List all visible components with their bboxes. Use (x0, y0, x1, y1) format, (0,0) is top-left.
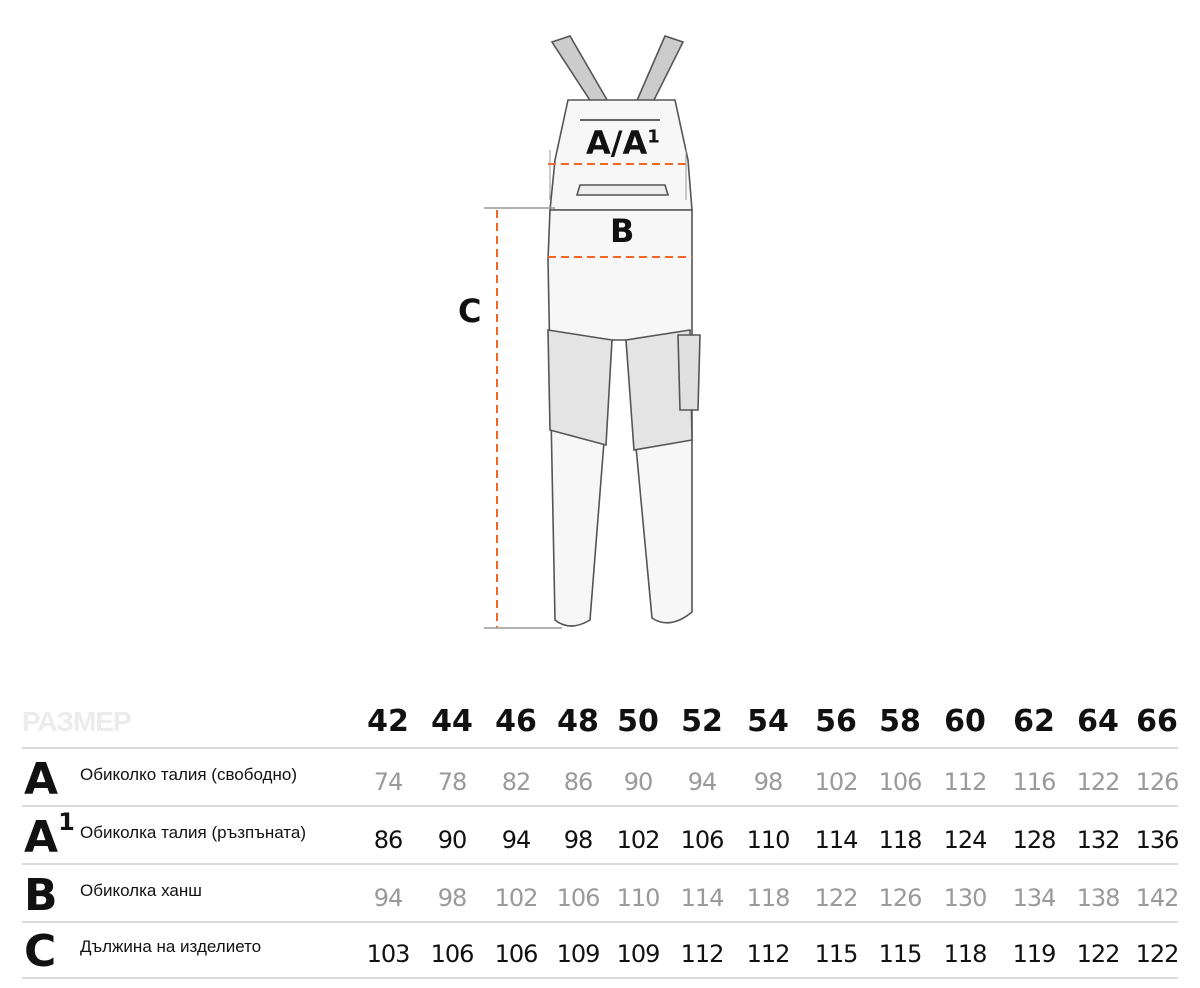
table-cell: 106 (430, 940, 475, 968)
table-cell: 119 (1012, 940, 1057, 968)
measure-label: Обиколка ханш (80, 881, 202, 900)
table-cell: 126 (1135, 768, 1180, 796)
size-header: 50 (617, 704, 659, 739)
table-cell: 109 (556, 940, 601, 968)
table-cell: 74 (373, 768, 404, 796)
table-cell: 98 (753, 768, 784, 796)
table-row: C Дължина на изделието 103 106 106 109 109 112 1… (22, 926, 1179, 977)
table-cell: 106 (494, 940, 539, 968)
size-header: 58 (879, 704, 921, 739)
table-cell: 86 (373, 826, 404, 854)
table-cell: 94 (373, 884, 404, 912)
measure-lines (484, 150, 692, 629)
measure-label: Дължина на изделието (80, 937, 262, 956)
size-header: 48 (557, 704, 599, 739)
table-cell: 114 (680, 884, 725, 912)
table-cell: 90 (437, 826, 468, 854)
table-cell: 102 (494, 884, 539, 912)
label-a-a1: A/A1 (586, 124, 660, 162)
size-header: 60 (944, 704, 986, 739)
table-cell: 128 (1012, 826, 1057, 854)
table-cell: 90 (623, 768, 654, 796)
table-cell: 98 (563, 826, 594, 854)
table-cell: 86 (563, 768, 594, 796)
measure-letter: A (24, 754, 58, 805)
table-cell: 118 (943, 940, 988, 968)
divider (22, 977, 1178, 979)
table-cell: 116 (1012, 768, 1057, 796)
size-header: 66 (1136, 704, 1178, 739)
measure-letter: A1 (24, 808, 75, 863)
measure-letter: C (24, 926, 56, 977)
size-header: 56 (815, 704, 857, 739)
measure-letter: B (24, 870, 58, 921)
table-cell: 142 (1135, 884, 1180, 912)
table-cell: 102 (814, 768, 859, 796)
table-row: A Обиколко талия (свободно) 74 78 82 86 90 94 98… (22, 754, 1179, 805)
divider (22, 863, 1178, 865)
size-header: 64 (1077, 704, 1119, 739)
size-header: 42 (367, 704, 409, 739)
table-cell: 134 (1012, 884, 1057, 912)
table-cell: 130 (943, 884, 988, 912)
size-header: 62 (1013, 704, 1055, 739)
table-cell: 112 (680, 940, 725, 968)
measure-letter-text: C (24, 926, 57, 977)
table-cell: 106 (878, 768, 923, 796)
size-header: 54 (747, 704, 789, 739)
measure-label: Обиколко талия (свободно) (80, 765, 297, 784)
label-c: C (458, 292, 482, 330)
table-cell: 109 (616, 940, 661, 968)
divider (22, 805, 1178, 807)
table-cell: 118 (746, 884, 791, 912)
measure-letter-text: A (24, 754, 59, 805)
table-cell: 103 (366, 940, 411, 968)
table-row: B Обиколка ханш 94 98 102 106 110 114 118 122 126 1… (22, 870, 1179, 921)
table-cell: 112 (943, 768, 988, 796)
table-cell: 124 (943, 826, 988, 854)
size-header: 52 (681, 704, 723, 739)
measure-letter-sup: 1 (58, 808, 75, 836)
table-cell: 110 (746, 826, 791, 854)
table-cell: 78 (437, 768, 468, 796)
table-cell: 106 (680, 826, 725, 854)
table-cell: 110 (616, 884, 661, 912)
table-cell: 114 (814, 826, 859, 854)
label-a-text: A/A (586, 124, 648, 162)
size-header: 46 (495, 704, 537, 739)
table-cell: 118 (878, 826, 923, 854)
table-cell: 122 (1076, 940, 1121, 968)
divider (22, 747, 1178, 749)
measure-letter-text: A (24, 812, 59, 863)
table-cell: 102 (616, 826, 661, 854)
label-b: B (610, 212, 635, 250)
measure-letter-text: B (24, 870, 58, 921)
table-title: РАЗМЕР (22, 706, 132, 737)
table-cell: 138 (1076, 884, 1121, 912)
size-header: 44 (431, 704, 473, 739)
table-cell: 82 (501, 768, 532, 796)
table-cell: 115 (814, 940, 859, 968)
table-cell: 112 (746, 940, 791, 968)
table-cell: 122 (1076, 768, 1121, 796)
label-a-sup: 1 (647, 126, 660, 148)
divider (22, 921, 1178, 923)
table-cell: 106 (556, 884, 601, 912)
table-cell: 122 (814, 884, 859, 912)
overalls-figure: A/A1 B C (458, 35, 701, 629)
table-cell: 115 (878, 940, 923, 968)
measure-label: Обиколка талия (ръзпъната) (80, 823, 307, 842)
table-cell: 136 (1135, 826, 1180, 854)
table-cell: 132 (1076, 826, 1121, 854)
table-cell: 126 (878, 884, 923, 912)
overalls-illustration (484, 35, 701, 629)
table-cell: 98 (437, 884, 468, 912)
table-cell: 94 (501, 826, 532, 854)
table-cell: 94 (687, 768, 718, 796)
table-header: РАЗМЕР 42 44 46 48 50 52 54 56 58 60 62 64 66 (22, 704, 1178, 744)
table-cell: 122 (1135, 940, 1180, 968)
